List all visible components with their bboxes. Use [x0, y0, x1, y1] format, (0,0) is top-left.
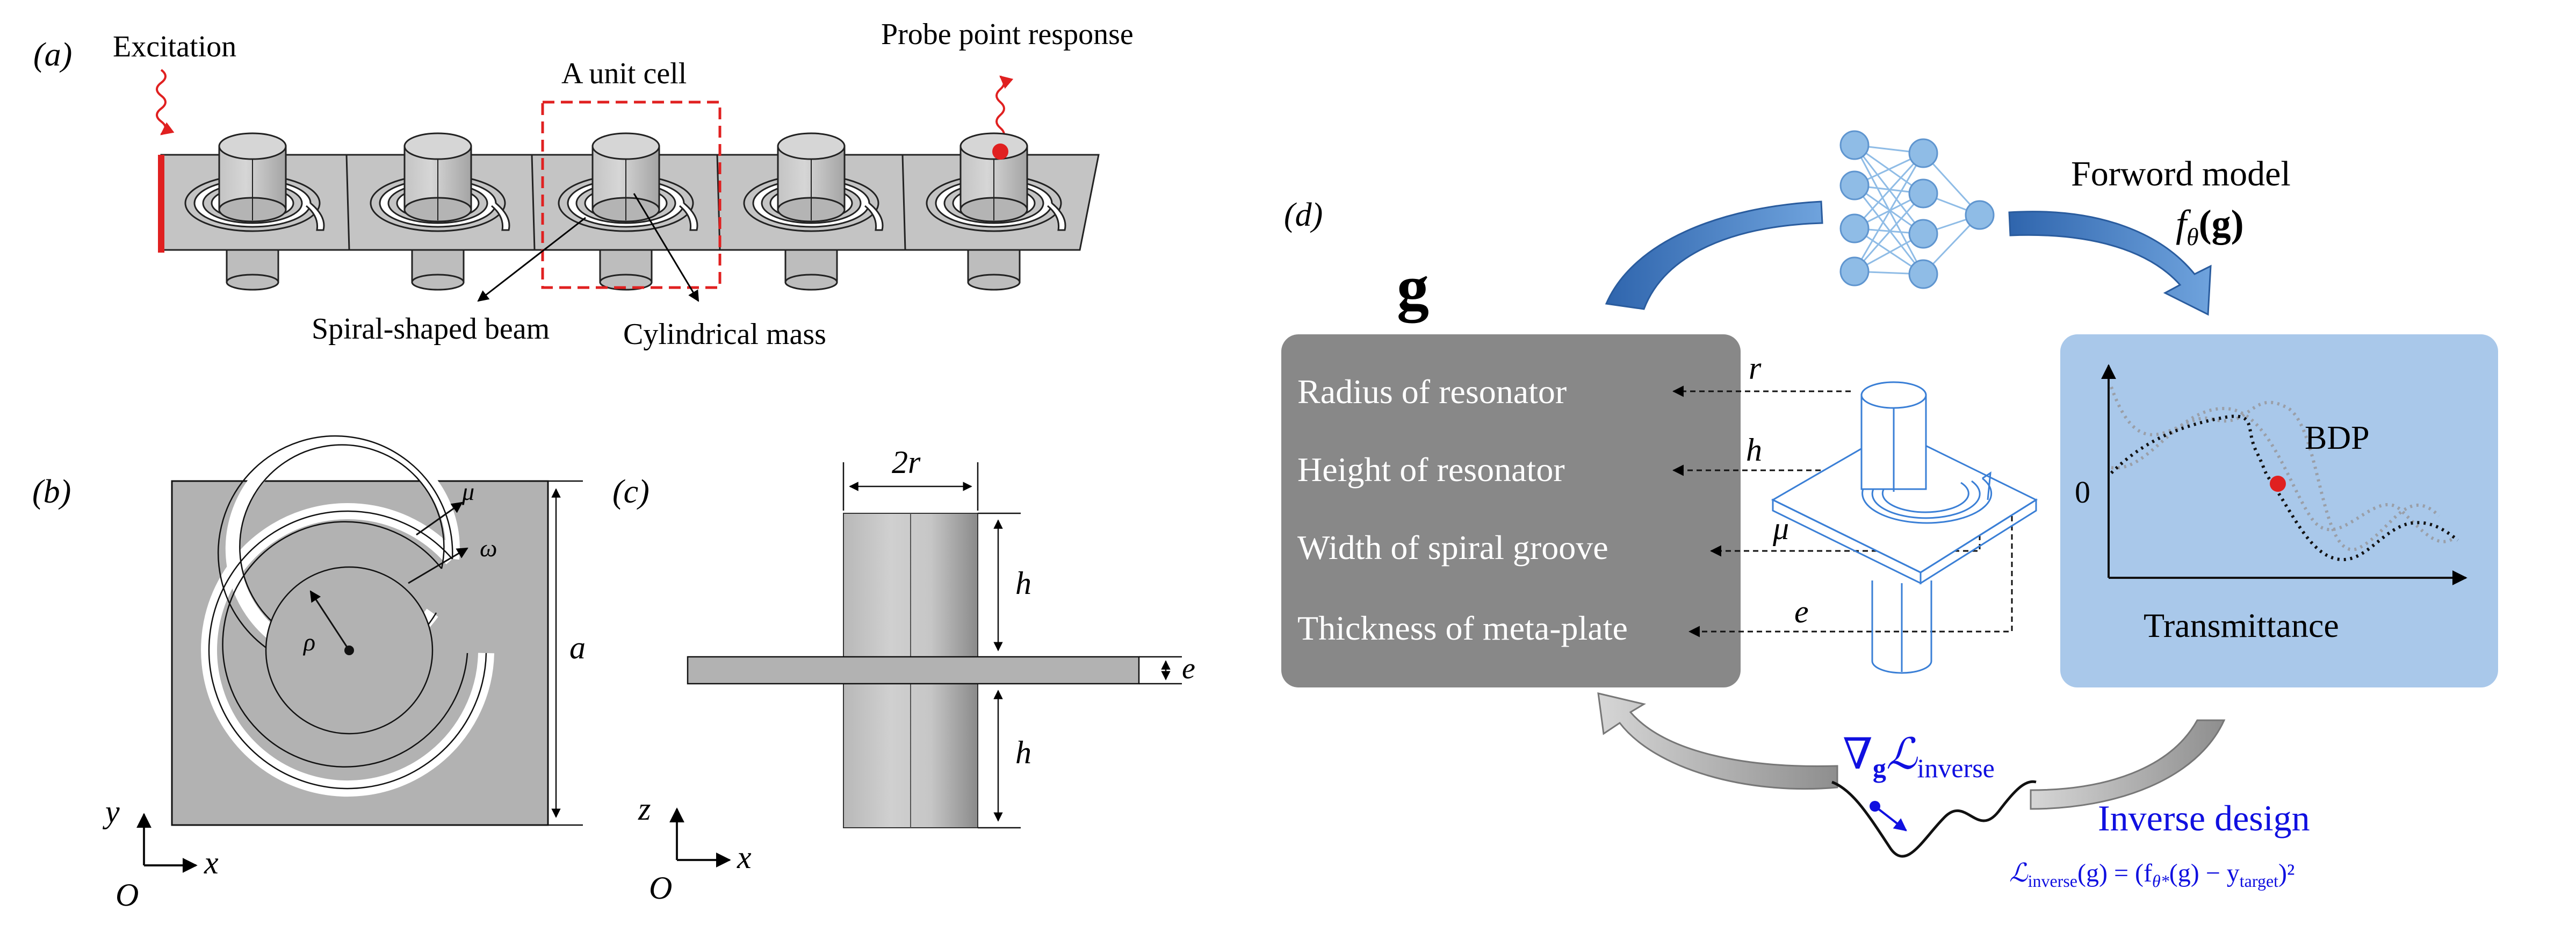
resonator-wireframe: [1771, 381, 2038, 674]
gradient-arrow: [1874, 805, 1907, 832]
gradient-L-sub: inverse: [1917, 753, 1994, 783]
unit-cell-label: A unit cell: [561, 57, 687, 90]
gray-arrow-right: [2030, 719, 2226, 810]
neural-network-icon: [1839, 130, 1995, 289]
probe-label: Probe point response: [881, 18, 1134, 51]
resonator-2: [370, 132, 510, 291]
origin-label-c: O: [649, 870, 672, 906]
resonator-4: [743, 132, 884, 291]
param-h-symbol: h: [1746, 432, 1762, 468]
forward-fn-arg: (g): [2199, 202, 2244, 245]
loss-curve: [1831, 780, 2037, 858]
panel-d-label: (d): [1284, 197, 1323, 233]
bdp-point: [2270, 476, 2286, 492]
spiral-edge: [208, 510, 487, 790]
h-bottom-label: h: [1015, 735, 1031, 770]
param-r-symbol: r: [1749, 350, 1762, 386]
gradient-nabla: ∇: [1843, 731, 1873, 778]
spiral-edge: [222, 521, 468, 768]
origin-label: O: [116, 877, 139, 913]
blue-arrow-left: [1605, 200, 1823, 310]
spiral-beam-label: Spiral-shaped beam: [312, 312, 550, 346]
loss-target: target: [2240, 871, 2278, 891]
panel-b: (b) ρ μ ω a y x O: [32, 432, 586, 913]
two-r-label: 2r: [892, 445, 921, 480]
g-label: g: [1397, 252, 1429, 324]
loss-mid: (g) = (f: [2077, 859, 2152, 887]
rho-arrow: [309, 590, 350, 651]
loss-L: ℒ: [2009, 859, 2029, 887]
param-e-symbol: e: [1794, 594, 1809, 629]
forward-fn-sub: θ: [2187, 223, 2199, 250]
blue-arrow-right: [2008, 211, 2212, 316]
panel-b-label: (b): [32, 474, 71, 510]
transmittance-plot: 0 BDP Transmittance: [2075, 364, 2467, 644]
parameter-box: [1281, 334, 1741, 687]
probe-point: [992, 144, 1008, 160]
loss-g: (g) − y: [2169, 859, 2240, 887]
cyl-mass-label: Cylindrical mass: [623, 318, 826, 351]
inverse-design-title: Inverse design: [2098, 798, 2310, 838]
gray-arrow-left: [1597, 692, 1838, 790]
unit-cell-box: [541, 101, 721, 289]
x-axis-label: x: [204, 845, 219, 880]
spiral-beam-pointer: [477, 217, 586, 302]
z-axis-label: z: [638, 791, 651, 827]
panel-d: (d) Forword model fθ(g) g Rad: [1281, 130, 2498, 891]
gradient-sub: g: [1873, 753, 1886, 783]
panel-c: (c) 2r h h e z x O: [612, 445, 1195, 906]
panel-c-label: (c): [612, 474, 650, 510]
cyl-mass-pointer: [633, 193, 699, 302]
param-mu-symbol: μ: [1772, 511, 1789, 546]
omega-arrow: [408, 547, 468, 584]
omega-label: ω: [480, 534, 497, 562]
loss-formula: ℒinverse(g) = (fθ*(g) − ytarget)²: [2009, 859, 2294, 891]
cell-divider: [531, 154, 536, 250]
resonator-1: [184, 132, 325, 291]
y-axis-label: y: [102, 794, 120, 829]
pointer-e: [1688, 516, 2013, 637]
transmittance-box: [2060, 334, 2498, 687]
x-axis-label-c: x: [737, 840, 752, 875]
param-radius-label: Radius of resonator: [1297, 372, 1567, 411]
excitation-wave: [156, 69, 175, 135]
panel-a-label: (a): [33, 37, 72, 73]
bdp-label: BDP: [2305, 420, 2370, 456]
resonator-3: [558, 132, 698, 291]
cell-divider: [345, 154, 350, 250]
curve-gray-2: [2111, 406, 2456, 543]
param-height-label: Height of resonator: [1297, 450, 1565, 489]
mu-arrow: [416, 501, 463, 536]
resonator-5: [926, 132, 1066, 291]
mu-label: μ: [461, 478, 474, 505]
h-top-label: h: [1015, 565, 1031, 601]
meta-plate: [687, 656, 1140, 685]
loss-theta: θ*: [2152, 871, 2169, 891]
param-width-label: Width of spiral groove: [1297, 528, 1608, 567]
forward-fn: fθ(g): [2176, 202, 2244, 250]
e-label: e: [1182, 652, 1195, 685]
forward-model-title: Forword model: [2071, 154, 2291, 193]
gradient-L: ℒ: [1886, 731, 1918, 778]
gradient-label: ∇gℒinverse: [1843, 731, 1995, 783]
a-label: a: [569, 630, 586, 665]
loss-end: )²: [2278, 859, 2294, 887]
probe-wave: [995, 75, 1014, 142]
excitation-label: Excitation: [113, 30, 236, 63]
plot-zero-label: 0: [2075, 475, 2090, 510]
param-thickness-label: Thickness of meta-plate: [1297, 609, 1628, 647]
loss-L-sub: inverse: [2028, 871, 2077, 891]
panel-a: (a) Excitation Probe point response A un…: [33, 18, 1134, 351]
rho-label: ρ: [302, 628, 315, 656]
transmittance-label: Transmittance: [2144, 606, 2339, 644]
cell-divider: [901, 154, 906, 250]
